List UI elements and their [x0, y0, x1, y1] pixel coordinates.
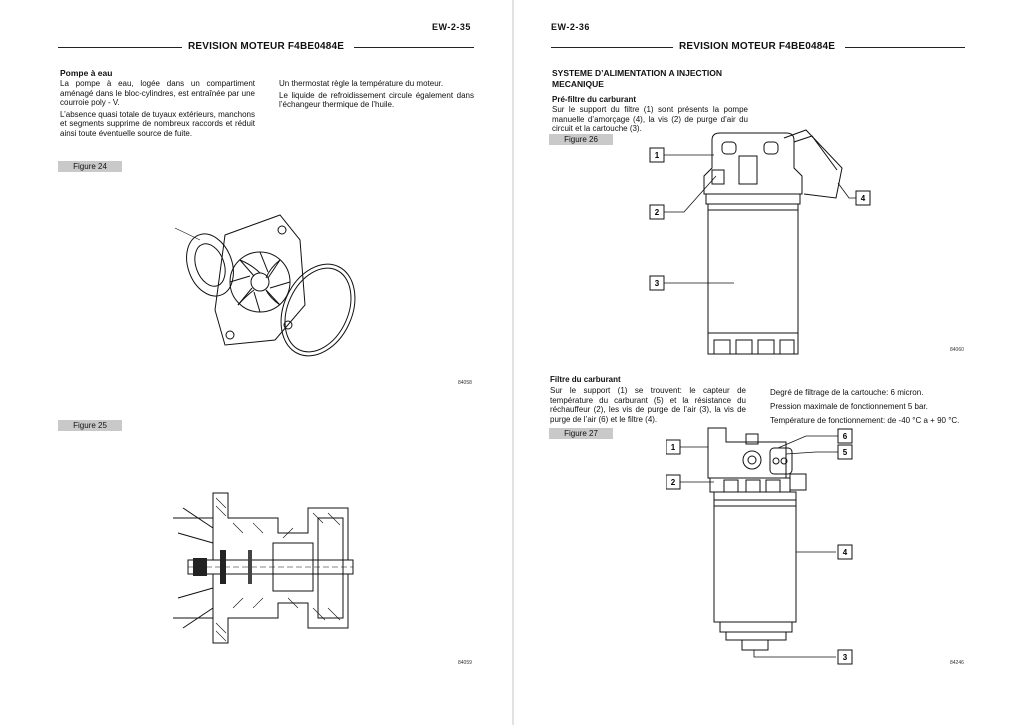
header-rule-right [845, 47, 965, 48]
header-rule-left [58, 47, 182, 48]
paragraph: Le liquide de refroidissement circule ég… [279, 90, 474, 110]
paragraph: Un thermostat règle la température du mo… [279, 79, 444, 88]
figure-25-ref: 84059 [458, 660, 472, 666]
header-rule-left [551, 47, 673, 48]
spec-item: Température de fonctionnement: de -40 °C… [770, 416, 960, 425]
section-title-line-2: MECANIQUE [552, 79, 604, 89]
figure-27-label: Figure 27 [549, 428, 613, 439]
figure-24-label: Figure 24 [58, 161, 122, 172]
page-number: EW-2-35 [432, 22, 471, 32]
spec-item: Pression maximale de fonctionnement 5 ba… [770, 402, 928, 411]
callout-2: 2 [655, 208, 660, 217]
figure-26-label: Figure 26 [549, 134, 613, 145]
subsection-title-prefilter: Pré-filtre du carburant [552, 95, 637, 104]
water-pump-drawing [174, 214, 356, 357]
callout-1: 1 [655, 151, 660, 160]
callout-2: 2 [671, 478, 676, 487]
paragraph: L’absence quasi totale de tuyaux extérie… [60, 109, 255, 138]
header-title: REVISION MOTEUR F4BE0484E [679, 41, 836, 52]
spec-list: Degré de filtrage de la cartouche: 6 mic… [770, 386, 990, 428]
callout-3: 3 [655, 279, 660, 288]
header-rule-right [354, 47, 474, 48]
paragraph: La pompe à eau, logée dans un compartime… [60, 79, 255, 108]
callout-1: 1 [671, 443, 676, 452]
text-column-2: Un thermostat règle la température du mo… [279, 79, 474, 112]
section-title-line-1: SYSTEME D’ALIMENTATION A INJECTION [552, 68, 723, 78]
callout-4: 4 [861, 194, 866, 203]
fuel-filter-text: Sur le support (1) se trouvent: le capte… [550, 386, 746, 424]
figure-24-ref: 84058 [458, 380, 472, 386]
water-pump-section-drawing [173, 492, 354, 644]
figure-25-label: Figure 25 [58, 420, 122, 431]
left-page: EW-2-35 REVISION MOTEUR F4BE0484E Pompe … [58, 22, 474, 666]
callout-4: 4 [843, 548, 848, 557]
callout-3: 3 [843, 653, 848, 662]
callout-5: 5 [843, 448, 848, 457]
prefilter-drawing: 1 2 3 4 [649, 129, 871, 355]
section-title: Pompe à eau [60, 68, 113, 78]
right-page: EW-2-36 REVISION MOTEUR F4BE0484E SYSTEM… [514, 0, 1024, 725]
subsection-title-fuel-filter: Filtre du carburant [550, 375, 621, 384]
header-title: REVISION MOTEUR F4BE0484E [188, 41, 345, 52]
page-gutter [511, 0, 514, 725]
prefilter-text: Sur le support du filtre (1) sont présen… [552, 105, 748, 134]
figure-27-ref: 84246 [950, 660, 964, 666]
page-number: EW-2-36 [551, 22, 590, 32]
fuel-filter-drawing: 1 2 3 4 5 6 [666, 427, 853, 665]
figure-26-ref: 84060 [950, 347, 964, 353]
text-column-1: La pompe à eau, logée dans un compartime… [60, 79, 255, 141]
callout-6: 6 [843, 432, 848, 441]
spec-item: Degré de filtrage de la cartouche: 6 mic… [770, 388, 924, 397]
